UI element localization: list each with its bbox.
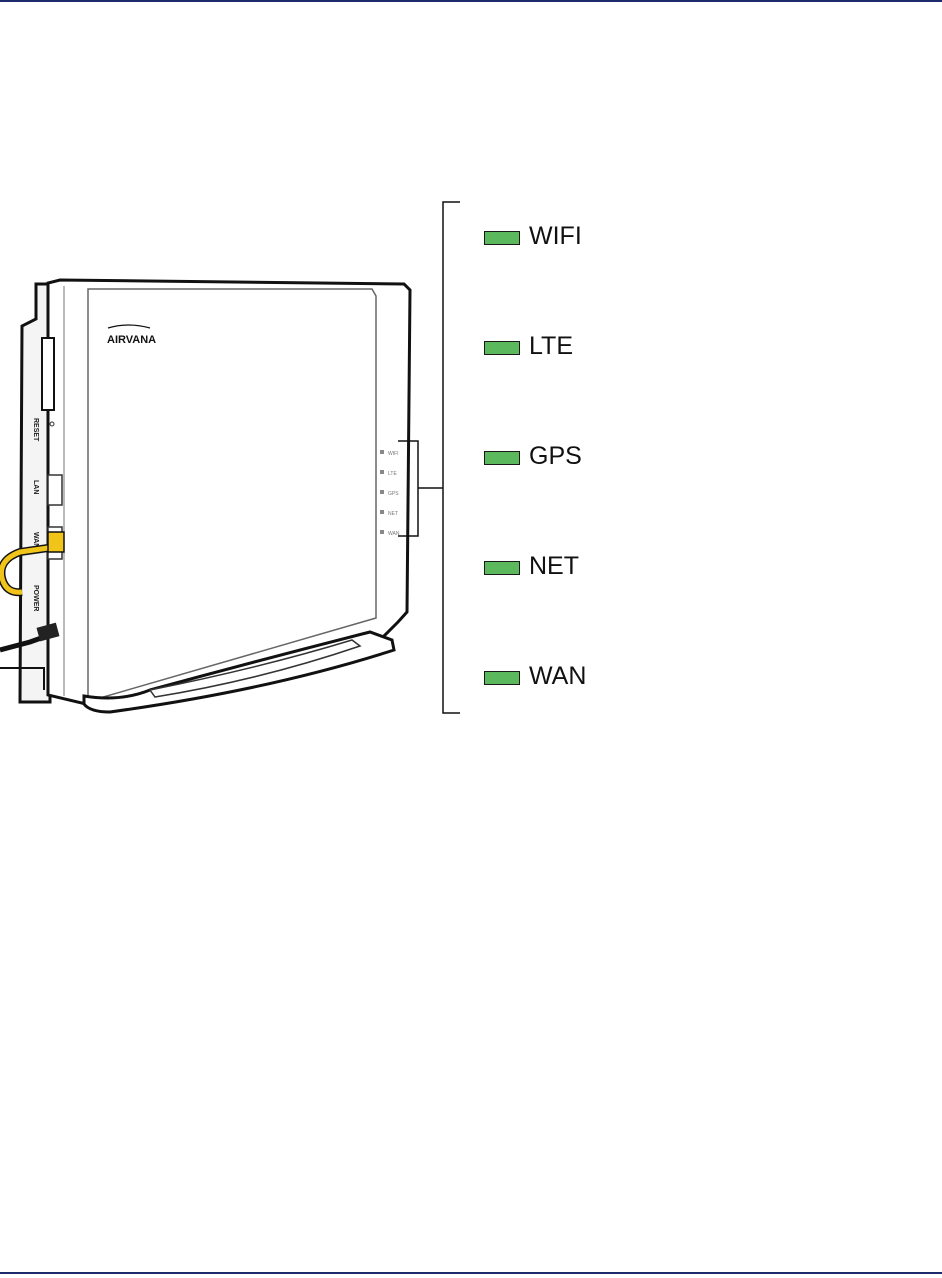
- led-indicator-icon: [484, 561, 520, 575]
- led-indicator-icon: [484, 671, 520, 685]
- legend-label: GPS: [529, 444, 582, 469]
- port-label-lan: LAN: [32, 480, 39, 494]
- legend-label: WIFI: [529, 224, 582, 249]
- svg-text:NET: NET: [388, 511, 398, 517]
- legend-bracket: [443, 202, 460, 713]
- port-label-reset: RESET: [32, 418, 39, 442]
- legend-label: LTE: [529, 334, 573, 359]
- lan-port: [48, 475, 62, 505]
- led-indicator-icon: [484, 341, 520, 355]
- legend-label: WAN: [529, 664, 586, 689]
- led-indicator-icon: [484, 451, 520, 465]
- svg-text:LTE: LTE: [388, 471, 397, 477]
- legend-label: NET: [529, 554, 579, 579]
- sim-slot: [42, 338, 54, 410]
- svg-text:GPS: GPS: [388, 491, 399, 497]
- footer-rule: [0, 1272, 942, 1274]
- brand-logo: AIRVANA: [107, 334, 156, 346]
- svg-text:WIFI: WIFI: [388, 451, 399, 457]
- led-indicator-icon: [484, 231, 520, 245]
- port-label-power: POWER: [32, 585, 39, 611]
